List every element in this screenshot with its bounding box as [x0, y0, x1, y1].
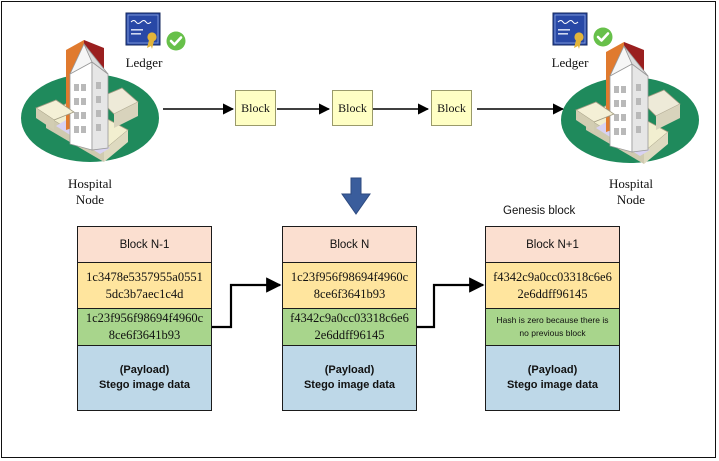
ledger-label-left: Ledger	[125, 55, 163, 70]
check-right-icon	[593, 27, 613, 47]
block-hash: 1c3478e5357955a05515dc3b7aec1c4d	[77, 261, 212, 310]
payload-title: (Payload)	[527, 363, 578, 376]
hospital-left-icon	[21, 40, 159, 162]
payload-text: Stego image data	[506, 378, 599, 391]
block-n-minus-1: Block N-1 1c3478e5357955a05515dc3b7aec1c…	[77, 226, 212, 411]
block-prev-hash-note: Hash is zero because there is no previou…	[485, 308, 620, 346]
block-hash: 1c23f956f98694f4960c8ce6f3641b93	[282, 261, 417, 310]
block-header: Block N-1	[77, 226, 212, 263]
chain-block-1: Block	[235, 90, 276, 126]
chain-block-3: Block	[431, 90, 472, 126]
block-payload: (Payload) Stego image data	[282, 344, 417, 411]
genesis-block-label: Genesis block	[503, 205, 576, 217]
payload-text: Stego image data	[98, 378, 191, 391]
payload-title: (Payload)	[324, 363, 375, 376]
hospital-label-right-line2: Node	[616, 192, 646, 207]
block-prev-hash: 1c23f956f98694f4960c8ce6f3641b93	[77, 308, 212, 346]
payload-text: Stego image data	[303, 378, 396, 391]
check-left-icon	[166, 31, 186, 51]
hospital-label-right-line1: Hospital	[608, 176, 654, 191]
block-header: Block N+1	[485, 226, 620, 263]
ledger-certificate-right-icon	[552, 12, 588, 49]
payload-title: (Payload)	[119, 363, 170, 376]
down-arrow-icon	[341, 177, 371, 215]
block-prev-hash: f4342c9a0cc03318c6e62e6ddff96145	[282, 308, 417, 346]
hospital-node-label-right: Hospital Node	[591, 176, 671, 208]
link-arrow-1	[212, 277, 282, 329]
block-payload: (Payload) Stego image data	[77, 344, 212, 411]
block-n: Block N 1c23f956f98694f4960c8ce6f3641b93…	[282, 226, 417, 411]
block-header: Block N	[282, 226, 417, 263]
block-payload: (Payload) Stego image data	[485, 344, 620, 411]
block-hash: f4342c9a0cc03318c6e62e6ddff96145	[485, 261, 620, 310]
hospital-node-label-left: Hospital Node	[50, 176, 130, 208]
ledger-certificate-left-icon	[125, 12, 161, 49]
chain-block-2: Block	[332, 90, 373, 126]
hospital-right-icon	[561, 42, 699, 164]
link-arrow-2	[417, 277, 485, 329]
hospital-label-left-line2: Node	[75, 192, 105, 207]
ledger-label-right: Ledger	[551, 55, 589, 70]
hospital-label-left-line1: Hospital	[67, 176, 113, 191]
block-n-plus-1: Block N+1 f4342c9a0cc03318c6e62e6ddff961…	[485, 226, 620, 411]
